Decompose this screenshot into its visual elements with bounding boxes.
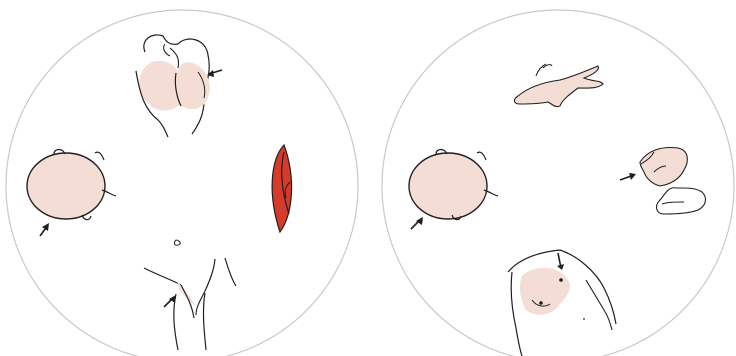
right-circle-panel (382, 10, 734, 356)
left-circle-panel (6, 10, 358, 356)
